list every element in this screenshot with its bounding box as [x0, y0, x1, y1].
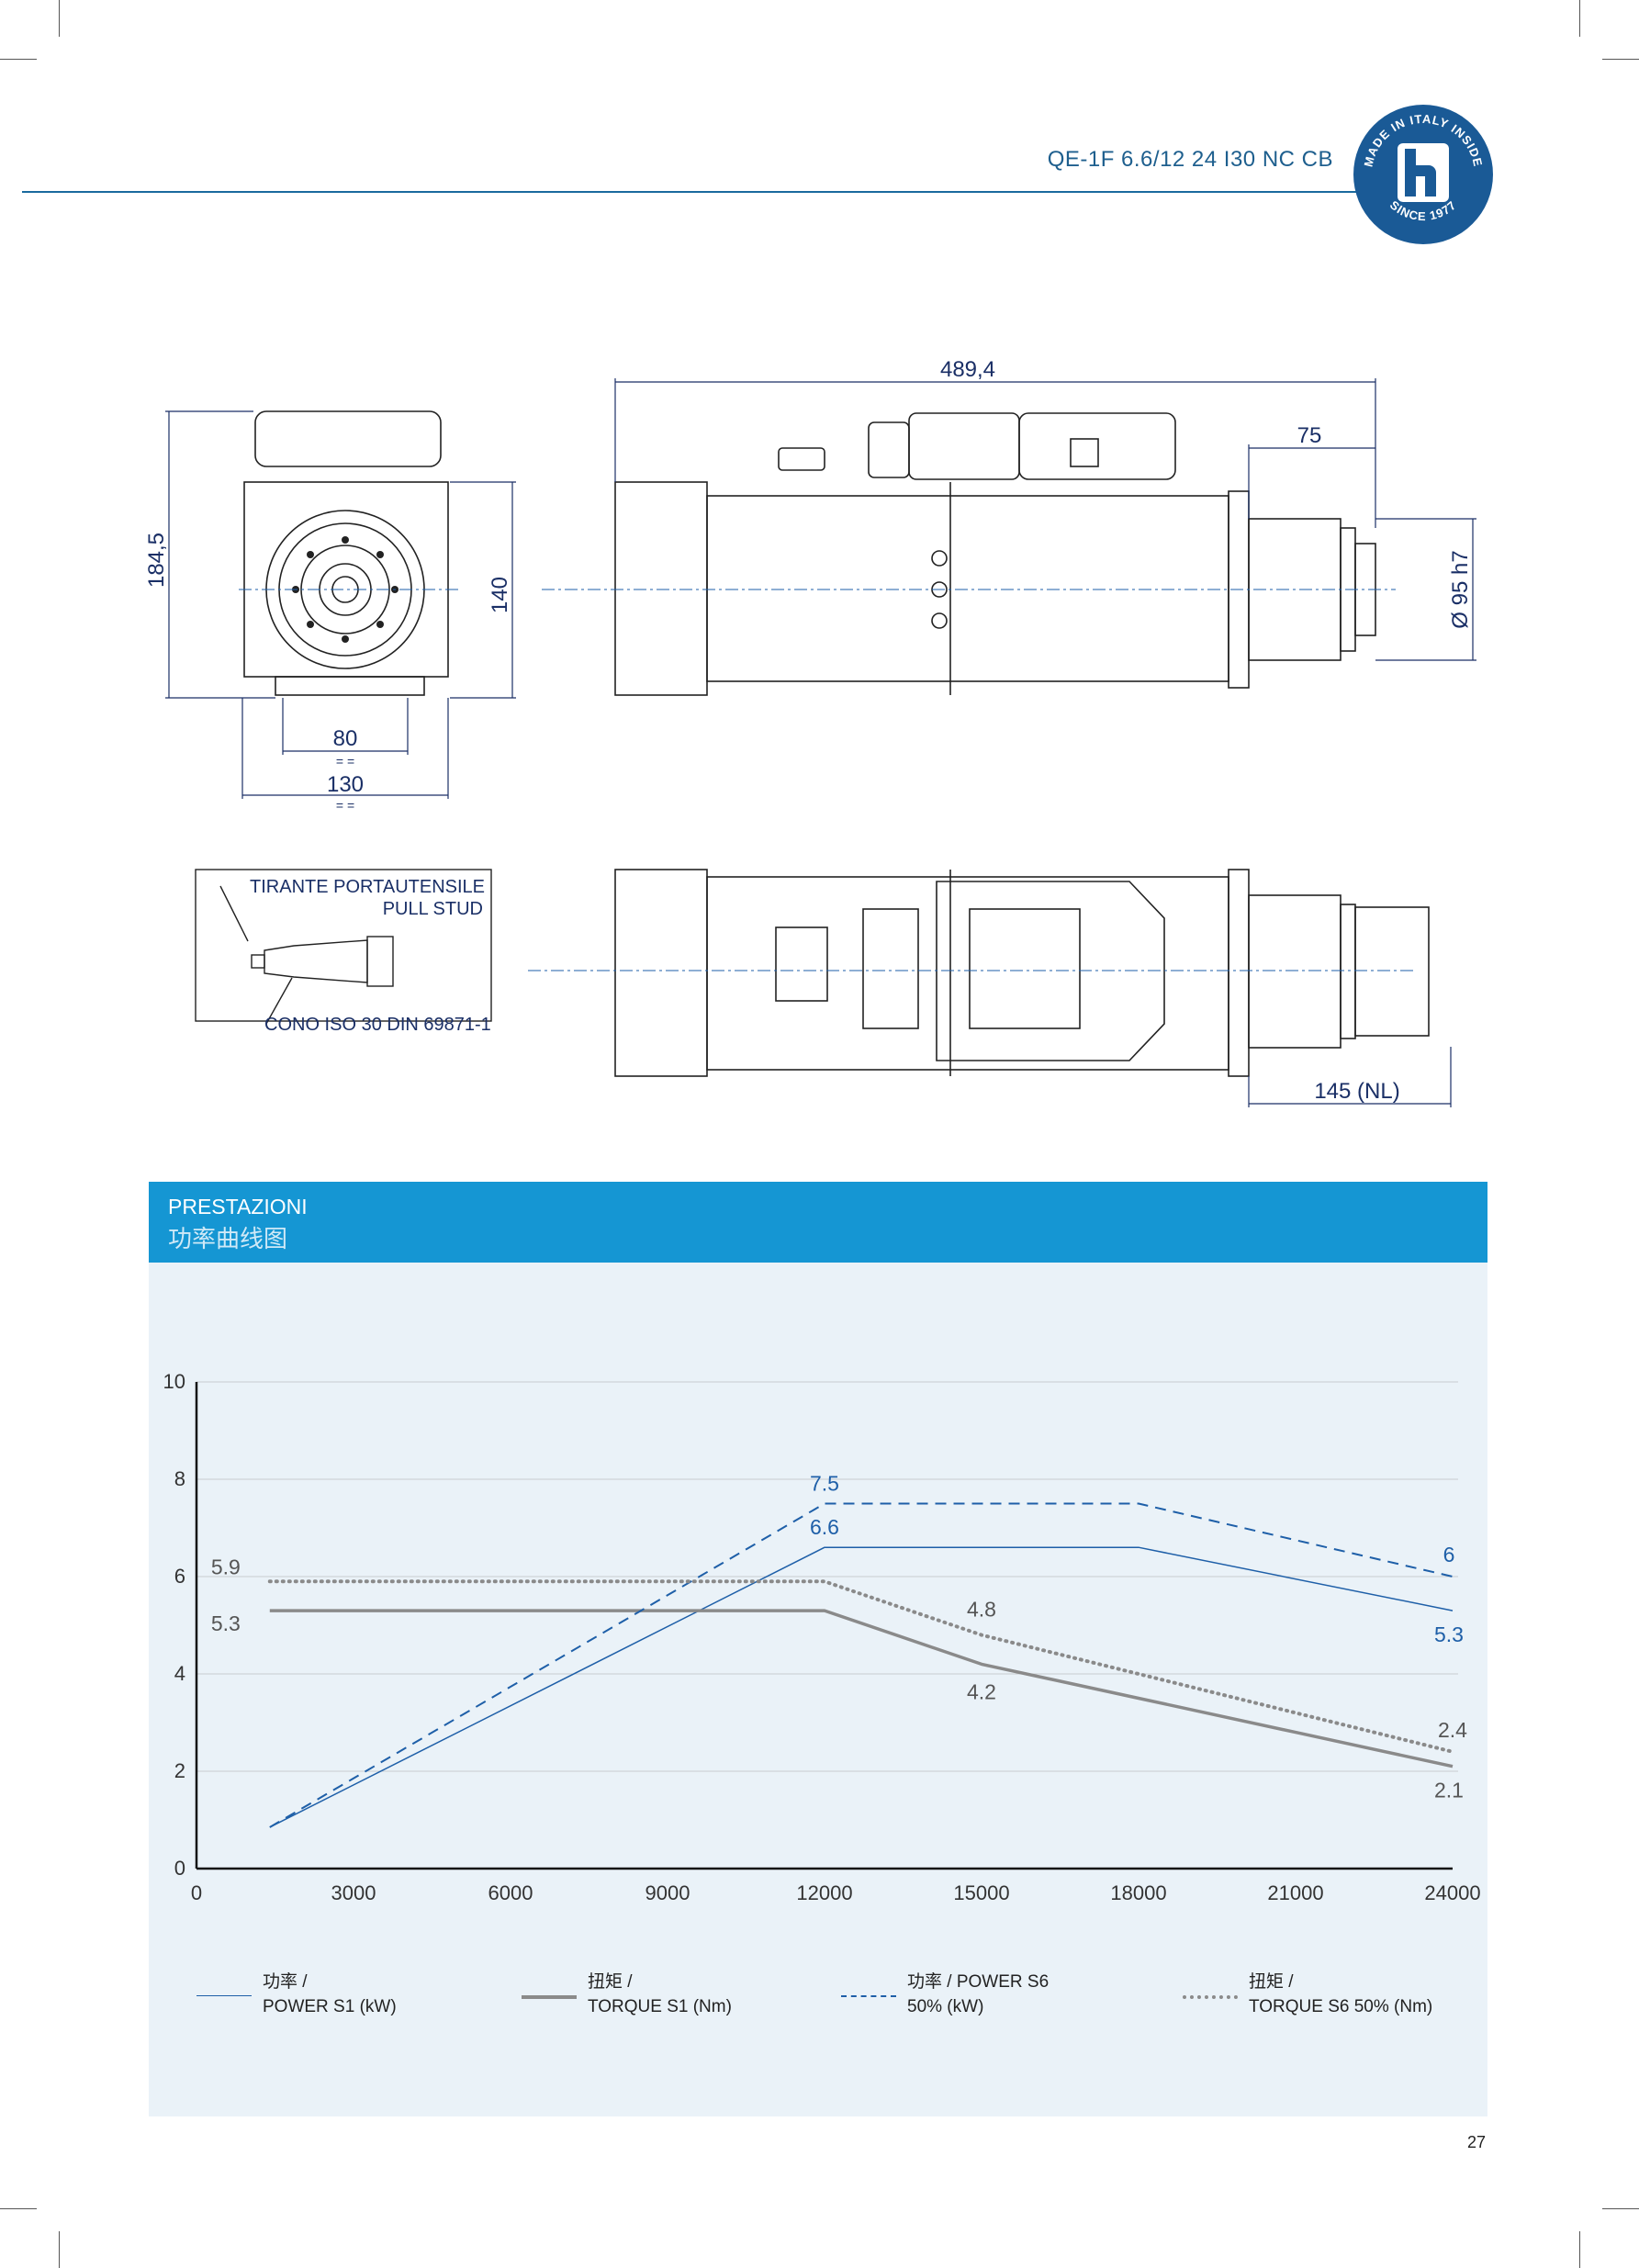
legend-swatch-dashed: [841, 1995, 896, 1997]
legend-line2: 50% (kW): [907, 1997, 984, 2016]
chart-axes: 0 2 4 6 8 10 0 3000 6000 9000 12000 15000 18000 21000…: [163, 1370, 1481, 1904]
data-label: 4.2: [967, 1679, 996, 1703]
chart-grid: [196, 1381, 1458, 1772]
legend-item-torque-s1: 扭矩 / TORQUE S1 (Nm): [522, 1970, 732, 2025]
data-label: 7.5: [810, 1472, 839, 1496]
crop-mark: [1579, 2231, 1580, 2268]
legend-swatch-dotted: [1183, 1995, 1238, 1999]
series-line-dotted: [267, 1579, 1454, 1754]
dim-height-total: 184,5: [144, 533, 169, 588]
legend-swatch-thin-solid: [196, 1995, 252, 1996]
legend-swatch-thick-solid: [522, 1995, 577, 1999]
legend-line1: 功率 / POWER S6: [907, 1972, 1050, 1992]
y-tick-label: 6: [174, 1565, 185, 1588]
legend-line2: TORQUE S1 (Nm): [588, 1997, 732, 2016]
page-number: 27: [1467, 2133, 1487, 2151]
data-label: 5.3: [211, 1611, 241, 1635]
data-label: 5.3: [1434, 1622, 1464, 1646]
x-tick-label: 9000: [645, 1881, 690, 1904]
legend-item-power-s1: 功率 / POWER S1 (kW): [196, 1970, 397, 2025]
series-line-thin-solid: [269, 1546, 1454, 1828]
performance-panel: 0 2 4 6 8 10 0 3000 6000 9000 12000 15000 18000 21000…: [149, 1263, 1487, 2116]
x-tick-label: 0: [191, 1881, 202, 1904]
callout-pull-stud-en: PULL STUD: [383, 899, 483, 919]
y-tick-label: 8: [174, 1467, 185, 1490]
performance-title: PRESTAZIONI: [168, 1195, 308, 1218]
dim-nose-length: 75: [1297, 423, 1322, 448]
dim-length-total: 489,4: [940, 357, 995, 382]
dim-equal-mark: = =: [336, 754, 354, 769]
callout-pull-stud-it: TIRANTE PORTAUTENSILE: [250, 877, 485, 897]
x-tick-label: 18000: [1110, 1881, 1166, 1904]
x-tick-label: 15000: [953, 1881, 1009, 1904]
brand-logo-icon: MADE IN ITALY INSIDE SINCE 1977: [1353, 105, 1493, 244]
crop-mark: [1579, 0, 1580, 37]
legend-line2: TORQUE S6 50% (Nm): [1249, 1997, 1433, 2016]
y-tick-label: 4: [174, 1662, 185, 1685]
legend-item-power-s6: 功率 / POWER S6 50% (kW): [841, 1970, 1049, 2025]
dim-height-body: 140: [488, 577, 512, 613]
series-line-thick-solid: [269, 1609, 1454, 1768]
dim-equal-mark: = =: [336, 798, 354, 813]
data-label: 5.9: [211, 1555, 241, 1578]
y-tick-label: 2: [174, 1759, 185, 1782]
data-label: 2.1: [1434, 1779, 1464, 1802]
dim-width-outer: 130: [327, 772, 364, 797]
performance-header: PRESTAZIONI 功率曲线图: [149, 1182, 1487, 1263]
legend-item-torque-s6: 扭矩 / TORQUE S6 50% (Nm): [1183, 1970, 1432, 2025]
legend-line1: 扭矩 /: [588, 1972, 633, 1992]
crop-mark: [0, 59, 37, 60]
model-code: QE-1F 6.6/12 24 I30 NC CB: [1047, 147, 1333, 172]
x-tick-label: 21000: [1267, 1881, 1323, 1904]
legend-line2: POWER S1 (kW): [263, 1997, 397, 2016]
data-label: 6: [1443, 1543, 1455, 1566]
dim-nose-nl: 145 (NL): [1314, 1079, 1399, 1104]
y-tick-label: 0: [174, 1857, 185, 1880]
legend-line1: 扭矩 /: [1249, 1972, 1294, 1992]
crop-mark: [59, 0, 60, 37]
data-label: 2.4: [1438, 1718, 1467, 1742]
data-label: 4.8: [967, 1598, 996, 1622]
x-tick-label: 12000: [796, 1881, 852, 1904]
technical-drawings: 184,5 140 80 = = 130 = = 489,4 75 Ø 95 h…: [144, 357, 1476, 1107]
chart-data-labels: 6.6 5.3 5.3 4.2 2.1 7.5 6 5.9 4.8 2.4: [211, 1472, 1467, 1802]
x-tick-label: 3000: [331, 1881, 376, 1904]
performance-subtitle: 功率曲线图: [168, 1226, 288, 1253]
performance-chart: 0 2 4 6 8 10 0 3000 6000 9000 12000 15000 18000 21000…: [163, 1370, 1481, 1904]
callout-cone: CONO ISO 30 DIN 69871-1: [264, 1015, 491, 1035]
data-label: 6.6: [810, 1515, 839, 1539]
dim-width-inner: 80: [333, 726, 358, 751]
x-tick-label: 6000: [488, 1881, 533, 1904]
chart-series: [267, 1502, 1454, 1828]
x-tick-label: 24000: [1424, 1881, 1480, 1904]
y-tick-label: 10: [163, 1370, 185, 1393]
header-rule: [22, 191, 1418, 193]
series-line-dashed: [269, 1502, 1454, 1828]
crop-mark: [59, 2231, 60, 2268]
dim-diameter: Ø 95 h7: [1448, 550, 1473, 628]
crop-mark: [1602, 2208, 1639, 2209]
crop-mark: [1602, 59, 1639, 60]
legend-line1: 功率 /: [263, 1972, 308, 1992]
crop-mark: [0, 2208, 37, 2209]
